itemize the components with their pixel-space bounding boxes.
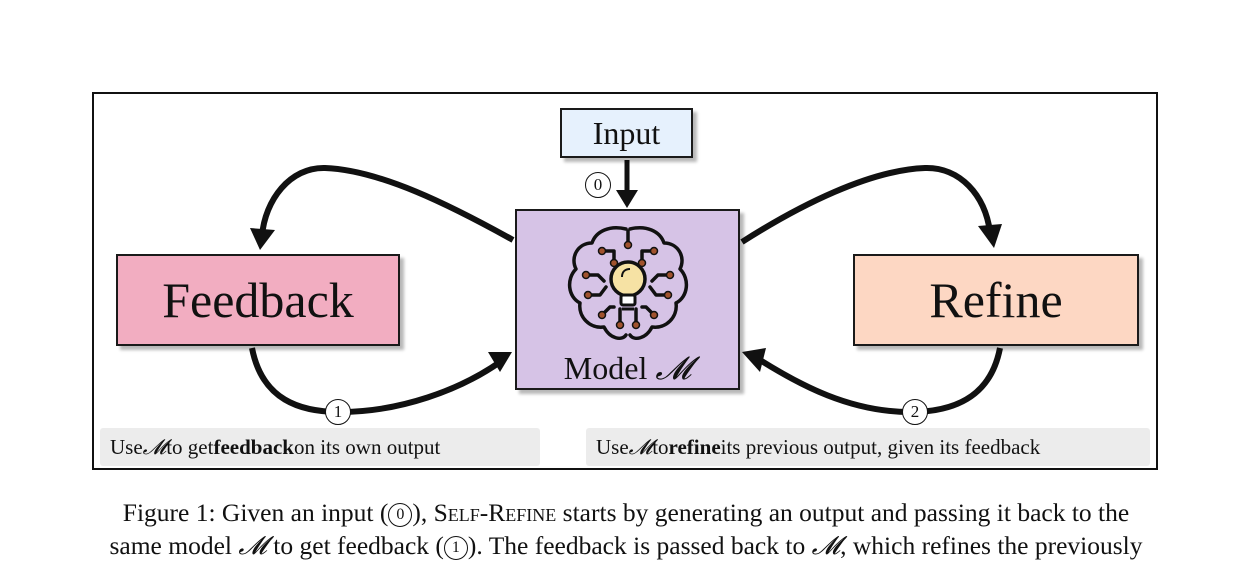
model-symbol: 𝓜 (655, 349, 692, 387)
method-name: Self-Refine (433, 498, 557, 527)
arrow-model-to-feedback (259, 164, 515, 243)
step-1-badge: 1 (325, 399, 351, 425)
brain-circuit-icon (567, 226, 688, 341)
refine-note: Use 𝓜 to refine its previous output, giv… (586, 428, 1150, 466)
model-box: Model 𝓜 (515, 209, 740, 390)
figure-caption: Figure 1: Given an input (0), Self-Refin… (30, 496, 1222, 562)
arrow-model-to-refine (740, 164, 993, 245)
step-2-badge: 2 (902, 399, 928, 425)
arrow-feedback-to-model (249, 347, 502, 416)
input-box: Input (560, 108, 693, 158)
step-0-badge: 0 (585, 172, 611, 198)
feedback-box: Feedback (116, 254, 400, 346)
caption-line-2: same model 𝓜 to get feedback (1). The fe… (109, 531, 1143, 560)
lightbulb-icon (608, 260, 647, 311)
arrowhead-refine-to-model (742, 348, 766, 372)
arrowhead-model-to-refine (978, 224, 1002, 248)
refine-label: Refine (929, 272, 1063, 328)
caption-line-1: Figure 1: Given an input (0), Self-Refin… (122, 498, 1130, 527)
input-label: Input (592, 114, 661, 151)
arrowhead-feedback-to-model (488, 352, 512, 372)
arrowhead-input-to-model (616, 190, 638, 208)
model-label: Model 𝓜 (563, 349, 692, 387)
diagram-frame (92, 92, 1158, 470)
arrow-refine-to-model (758, 347, 1003, 416)
caption-step-1: 1 (443, 536, 468, 560)
refine-box: Refine (853, 254, 1139, 346)
feedback-label: Feedback (162, 272, 354, 328)
arrowhead-model-to-feedback (250, 228, 275, 250)
feedback-note: Use 𝓜 to get feedback on its own output (100, 428, 540, 466)
caption-step-0: 0 (388, 503, 413, 527)
